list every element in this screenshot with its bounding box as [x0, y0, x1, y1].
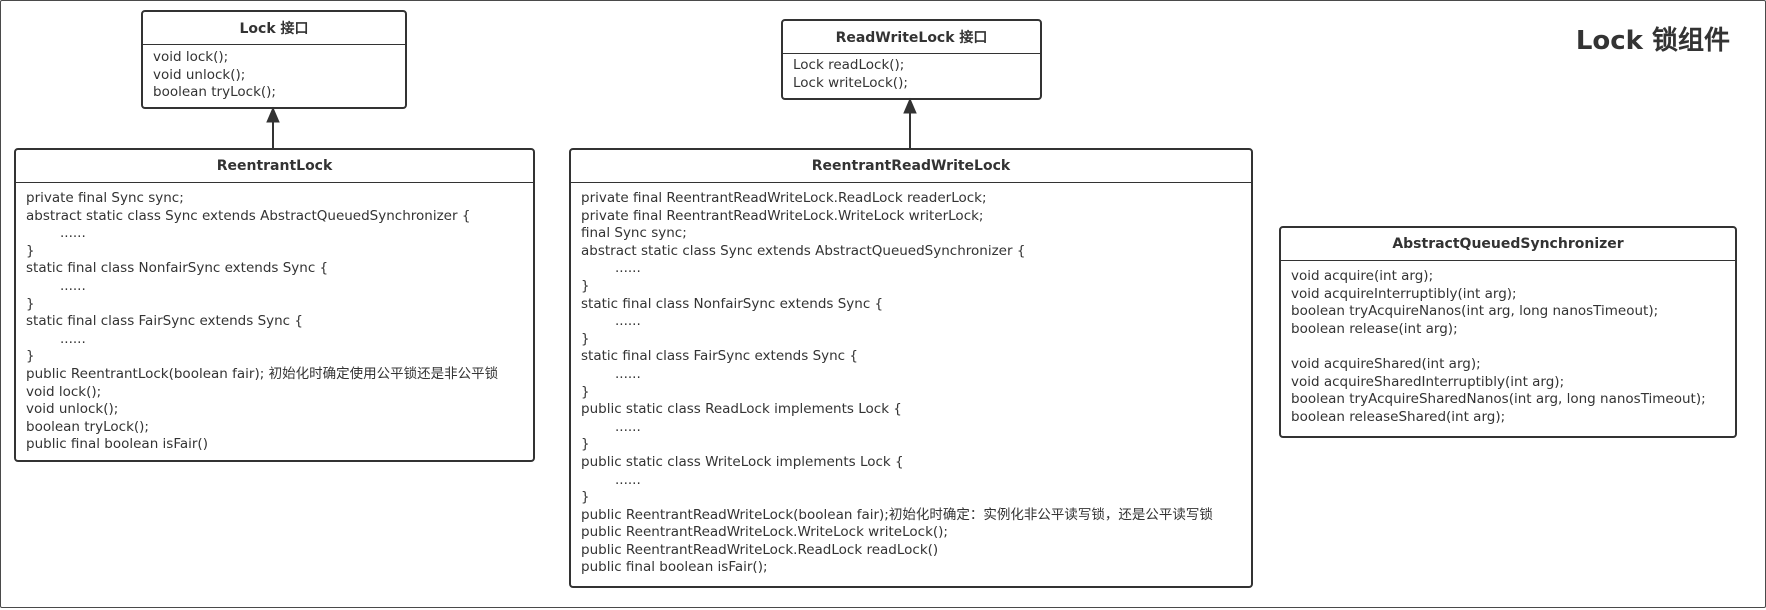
member-line: final Sync sync; — [581, 225, 687, 242]
member-line: boolean tryLock(); — [153, 84, 276, 101]
member-line: ...... — [60, 330, 86, 347]
member-line: static final class FairSync extends Sync… — [581, 348, 858, 365]
member-line: public ReentrantReadWriteLock(boolean fa… — [581, 506, 1213, 523]
reentrantlock-class-name: ReentrantLock — [16, 150, 533, 183]
member-line: abstract static class Sync extends Abstr… — [26, 207, 471, 224]
reentrantlock-class-members: private final Sync sync;abstract static … — [16, 183, 533, 454]
member-line: } — [581, 489, 590, 506]
reentrantreadwritelock-class-box: ReentrantReadWriteLock private final Ree… — [569, 148, 1253, 588]
member-line: } — [26, 242, 35, 259]
member-line: Lock writeLock(); — [793, 74, 908, 91]
member-line: boolean tryLock(); — [26, 418, 149, 435]
readwritelock-interface-box: ReadWriteLock 接口 Lock readLock();Lock wr… — [781, 19, 1042, 100]
member-line: void acquireSharedInterruptibly(int arg)… — [1291, 373, 1565, 390]
member-line: void lock(); — [153, 49, 229, 65]
member-line: void acquireInterruptibly(int arg); — [1291, 285, 1517, 302]
member-line: public ReentrantReadWriteLock.WriteLock … — [581, 524, 948, 541]
member-line: ...... — [615, 418, 641, 435]
member-line: boolean releaseShared(int arg); — [1291, 408, 1506, 425]
member-line: public static class WriteLock implements… — [581, 453, 904, 470]
member-line: boolean release(int arg); — [1291, 320, 1458, 337]
member-line: } — [26, 348, 35, 365]
reentrantreadwritelock-class-name: ReentrantReadWriteLock — [571, 150, 1251, 183]
member-line: ...... — [60, 277, 86, 294]
member-line: void unlock(); — [26, 401, 119, 418]
member-line: Lock readLock(); — [793, 57, 905, 73]
member-line: ...... — [60, 225, 86, 242]
readwritelock-interface-name: ReadWriteLock 接口 — [783, 21, 1040, 54]
member-line: } — [581, 383, 590, 400]
aqs-class-name: AbstractQueuedSynchronizer — [1281, 228, 1735, 261]
member-line: public final boolean isFair(); — [581, 559, 768, 576]
lock-interface-box: Lock 接口 void lock();void unlock();boolea… — [141, 10, 407, 109]
lock-interface-members: void lock();void unlock();boolean tryLoc… — [143, 45, 405, 102]
member-line: public ReentrantReadWriteLock.ReadLock r… — [581, 541, 939, 558]
member-line: boolean tryAcquireSharedNanos(int arg, l… — [1291, 391, 1706, 408]
member-line: void acquireShared(int arg); — [1291, 355, 1481, 372]
member-line: private final Sync sync; — [26, 190, 184, 206]
readwritelock-interface-members: Lock readLock();Lock writeLock(); — [783, 54, 1040, 92]
member-line: void lock(); — [26, 383, 102, 400]
member-line: void unlock(); — [153, 66, 246, 83]
member-line: abstract static class Sync extends Abstr… — [581, 242, 1026, 259]
aqs-class-members: void acquire(int arg);void acquireInterr… — [1281, 261, 1735, 426]
aqs-class-box: AbstractQueuedSynchronizer void acquire(… — [1279, 226, 1737, 438]
member-line: static final class NonfairSync extends S… — [26, 260, 329, 277]
member-line: public final boolean isFair() — [26, 436, 208, 453]
member-line: } — [581, 436, 590, 453]
member-line: ...... — [615, 260, 641, 277]
member-line: private final ReentrantReadWriteLock.Wri… — [581, 207, 984, 224]
reentrantlock-class-box: ReentrantLock private final Sync sync;ab… — [14, 148, 535, 462]
member-line: } — [581, 330, 590, 347]
member-line: public static class ReadLock implements … — [581, 401, 902, 418]
member-line: void acquire(int arg); — [1291, 268, 1434, 284]
member-line: private final ReentrantReadWriteLock.Rea… — [581, 190, 987, 206]
page-title: Lock 锁组件 — [1575, 26, 1730, 56]
member-line: ...... — [615, 471, 641, 488]
lock-interface-name: Lock 接口 — [143, 12, 405, 45]
reentrantlock-implements-lock-arrow — [266, 106, 280, 148]
reentrantreadwritelock-implements-readwritelock-arrow — [903, 97, 917, 148]
reentrantreadwritelock-class-members: private final ReentrantReadWriteLock.Rea… — [571, 183, 1251, 577]
member-line: ...... — [615, 365, 641, 382]
member-line: boolean tryAcquireNanos(int arg, long na… — [1291, 303, 1659, 320]
member-line: public ReentrantLock(boolean fair); 初始化时… — [26, 365, 499, 382]
member-line: static final class NonfairSync extends S… — [581, 295, 884, 312]
member-line: } — [581, 277, 590, 294]
member-line: } — [26, 295, 35, 312]
member-line: static final class FairSync extends Sync… — [26, 313, 303, 330]
member-line: ...... — [615, 313, 641, 330]
